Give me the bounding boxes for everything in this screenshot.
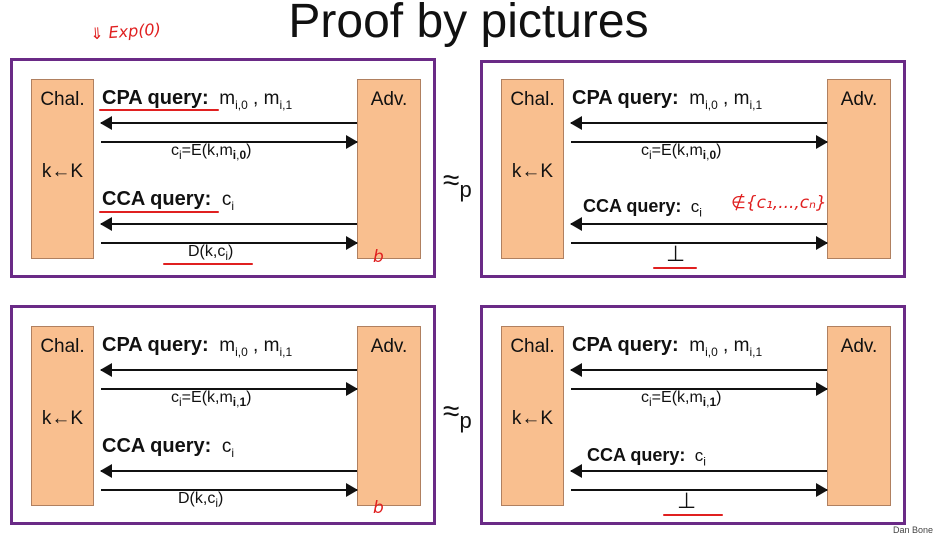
adversary-label: Adv. bbox=[370, 89, 408, 110]
cpa-query-line: CPA query: mi,0 , mi,1 bbox=[102, 87, 293, 112]
arrow-to-adversary bbox=[101, 236, 358, 250]
author-credit: Dan Bone bbox=[892, 525, 933, 535]
panel-top-right: Chal. k←K Adv. CPA query: mi,0 , mi,1 ci… bbox=[480, 60, 906, 278]
challenger-box: Chal. k←K bbox=[501, 79, 564, 259]
challenger-label: Chal. bbox=[40, 336, 85, 357]
cpa-query-label: CPA query: bbox=[102, 334, 209, 356]
page-title: Proof by pictures bbox=[288, 0, 649, 48]
adversary-box: Adv. bbox=[827, 79, 891, 259]
approx-symbol: ≈p bbox=[443, 164, 472, 202]
decryption-label: D(k,ci) bbox=[188, 243, 234, 264]
adversary-label: Adv. bbox=[840, 89, 878, 110]
panel-top-left: Chal. k←K Adv. CPA query: mi,0 , mi,1 ci… bbox=[10, 58, 436, 278]
adversary-box: Adv. bbox=[827, 326, 891, 506]
arrow-to-challenger bbox=[570, 363, 827, 377]
cca-query-label: CCA query: bbox=[583, 196, 682, 216]
cca-query-label: CCA query: bbox=[102, 188, 212, 210]
underline-annotation bbox=[99, 109, 219, 111]
arrow-to-adversary bbox=[571, 382, 828, 396]
challenger-label: Chal. bbox=[40, 89, 85, 110]
ciphertext-label: ci=E(k,mi,1) bbox=[171, 389, 252, 410]
handwritten-mark-b: b bbox=[373, 247, 384, 267]
underline-annotation bbox=[99, 211, 219, 213]
underline-annotation bbox=[663, 514, 723, 516]
cca-query-label: CCA query: bbox=[587, 445, 686, 465]
arrow-to-challenger bbox=[570, 464, 827, 478]
cpa-query-line: CPA query: mi,0 , mi,1 bbox=[102, 334, 293, 359]
arrow-to-challenger bbox=[100, 464, 357, 478]
arrow-to-adversary bbox=[101, 382, 358, 396]
adversary-box: Adv. bbox=[357, 326, 421, 506]
adversary-box: Adv. bbox=[357, 79, 421, 259]
challenger-box: Chal. k←K bbox=[31, 326, 94, 506]
underline-annotation bbox=[653, 267, 697, 269]
arrow-to-adversary bbox=[571, 483, 828, 497]
panel-bottom-right: Chal. k←K Adv. CPA query: mi,0 , mi,1 ci… bbox=[480, 305, 906, 525]
decryption-label: D(k,ci) bbox=[178, 490, 224, 511]
key-label: k←K bbox=[511, 161, 554, 182]
approx-symbol: ≈p bbox=[443, 395, 472, 433]
m-symbol: m bbox=[263, 88, 280, 109]
challenger-box: Chal. k←K bbox=[501, 326, 564, 506]
cca-query-line: CCA query: ci bbox=[583, 196, 702, 220]
challenger-label: Chal. bbox=[510, 336, 555, 357]
arrow-to-challenger bbox=[570, 217, 827, 231]
bottom-symbol: ⊥ bbox=[677, 488, 697, 513]
challenger-box: Chal. k←K bbox=[31, 79, 94, 259]
cpa-query-line: CPA query: mi,0 , mi,1 bbox=[572, 334, 763, 359]
ciphertext-label: ci=E(k,mi,0) bbox=[641, 142, 722, 163]
cca-query-line: CCA query: ci bbox=[102, 188, 235, 213]
cca-query-label: CCA query: bbox=[102, 435, 212, 457]
arrow-to-adversary bbox=[101, 483, 358, 497]
arrow-to-challenger bbox=[100, 217, 357, 231]
key-label: k←K bbox=[41, 408, 84, 429]
arrow-to-adversary bbox=[101, 135, 358, 149]
cca-query-line: CCA query: ci bbox=[102, 435, 235, 460]
key-label: k←K bbox=[41, 161, 84, 182]
challenger-label: Chal. bbox=[510, 89, 555, 110]
m-symbol: m bbox=[219, 88, 236, 109]
cpa-query-label: CPA query: bbox=[102, 87, 209, 109]
cpa-query-label: CPA query: bbox=[572, 87, 679, 109]
underline-annotation bbox=[163, 263, 253, 265]
handwritten-set-note: ∉{c₁,...,cₙ} bbox=[731, 193, 827, 213]
arrow-to-adversary bbox=[571, 236, 828, 250]
arrow-to-adversary bbox=[571, 135, 828, 149]
bottom-symbol: ⊥ bbox=[666, 241, 686, 266]
cpa-query-label: CPA query: bbox=[572, 334, 679, 356]
ciphertext-label: ci=E(k,mi,0) bbox=[171, 142, 252, 163]
arrow-to-challenger bbox=[570, 116, 827, 130]
panel-bottom-left: Chal. k←K Adv. CPA query: mi,0 , mi,1 ci… bbox=[10, 305, 436, 525]
adversary-label: Adv. bbox=[840, 336, 878, 357]
handwritten-mark-b: b bbox=[373, 498, 384, 518]
adversary-label: Adv. bbox=[370, 336, 408, 357]
ciphertext-label: ci=E(k,mi,1) bbox=[641, 389, 722, 410]
cca-query-line: CCA query: ci bbox=[587, 445, 706, 469]
arrow-to-challenger bbox=[100, 363, 357, 377]
key-label: k←K bbox=[511, 408, 554, 429]
cpa-query-line: CPA query: mi,0 , mi,1 bbox=[572, 87, 763, 112]
arrow-to-challenger bbox=[100, 116, 357, 130]
